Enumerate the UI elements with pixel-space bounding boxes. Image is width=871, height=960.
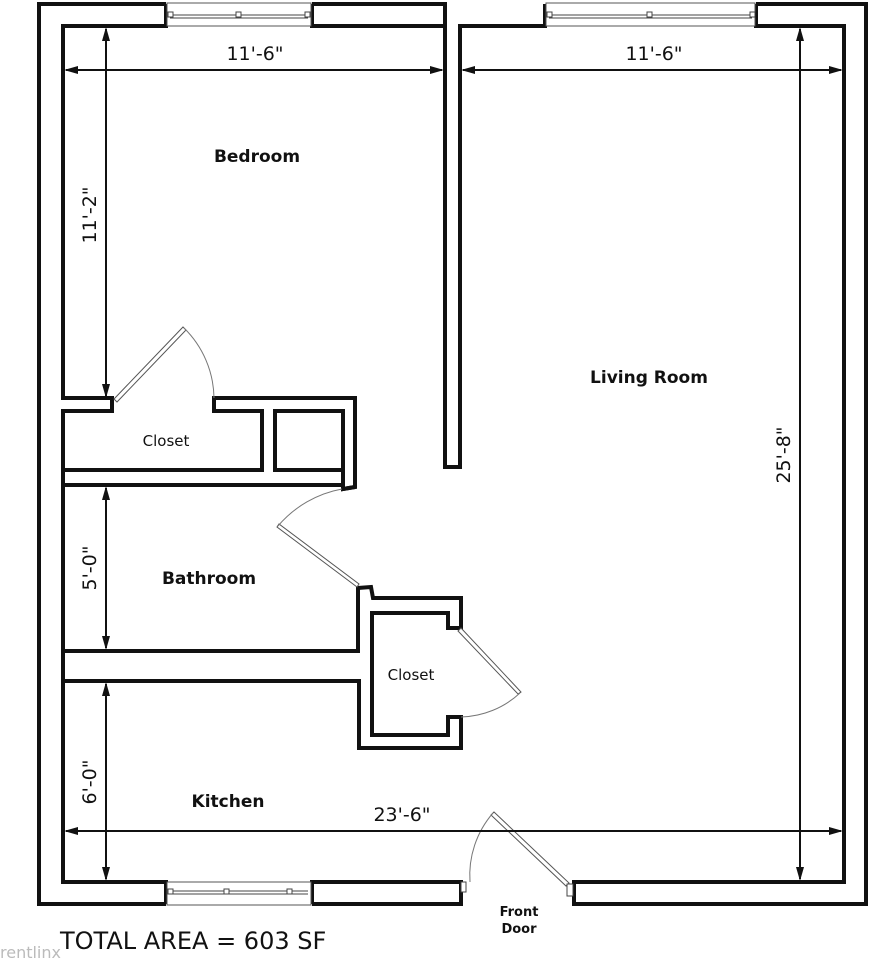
dim-label-bathroom-depth: 5'-0" — [79, 546, 101, 591]
window-kitchen-bottom — [166, 881, 312, 906]
dim-label-total-width: 23'-6" — [373, 804, 430, 826]
dimension-total-width: 23'-6" — [64, 804, 843, 835]
front-door-label-line2: Door — [501, 922, 537, 937]
dimension-bedroom-width: 11'-6" — [64, 43, 444, 74]
bathroom-walls — [61, 483, 463, 750]
dim-label-kitchen-depth: 6'-0" — [79, 760, 101, 805]
dimension-living-width: 11'-6" — [461, 43, 843, 74]
room-label-kitchen: Kitchen — [192, 792, 265, 812]
front-door-label-line1: Front — [500, 905, 539, 920]
bedroom-closet-walls — [61, 396, 357, 492]
dimension-bedroom-depth: 11'-2" — [79, 27, 110, 398]
room-label-bathroom: Bathroom — [162, 569, 256, 589]
room-label-hall-closet: Closet — [388, 666, 435, 684]
exterior-walls — [37, 2, 868, 906]
bedroom-closet-door[interactable] — [113, 326, 215, 403]
window-living-top — [545, 2, 756, 27]
hall-closet-door[interactable] — [457, 627, 522, 718]
dim-label-living-depth: 25'-8" — [773, 426, 795, 483]
dimension-living-depth: 25'-8" — [773, 27, 804, 881]
window-bedroom-top — [166, 2, 312, 27]
watermark: rentlinx — [0, 943, 61, 960]
total-area-label: TOTAL AREA = 603 SF — [59, 927, 326, 955]
front-door[interactable] — [460, 811, 574, 897]
dimension-bathroom-depth: 5'-0" — [79, 486, 110, 650]
room-label-living-room: Living Room — [590, 368, 708, 388]
dim-label-living-width: 11'-6" — [625, 43, 682, 65]
room-label-bedroom: Bedroom — [214, 147, 300, 167]
bathroom-door[interactable] — [276, 488, 360, 588]
dimension-kitchen-depth: 6'-0" — [79, 682, 110, 881]
dim-label-bedroom-depth: 11'-2" — [79, 186, 101, 243]
dim-label-bedroom-width: 11'-6" — [226, 43, 283, 65]
room-label-bedroom-closet: Closet — [143, 432, 190, 450]
